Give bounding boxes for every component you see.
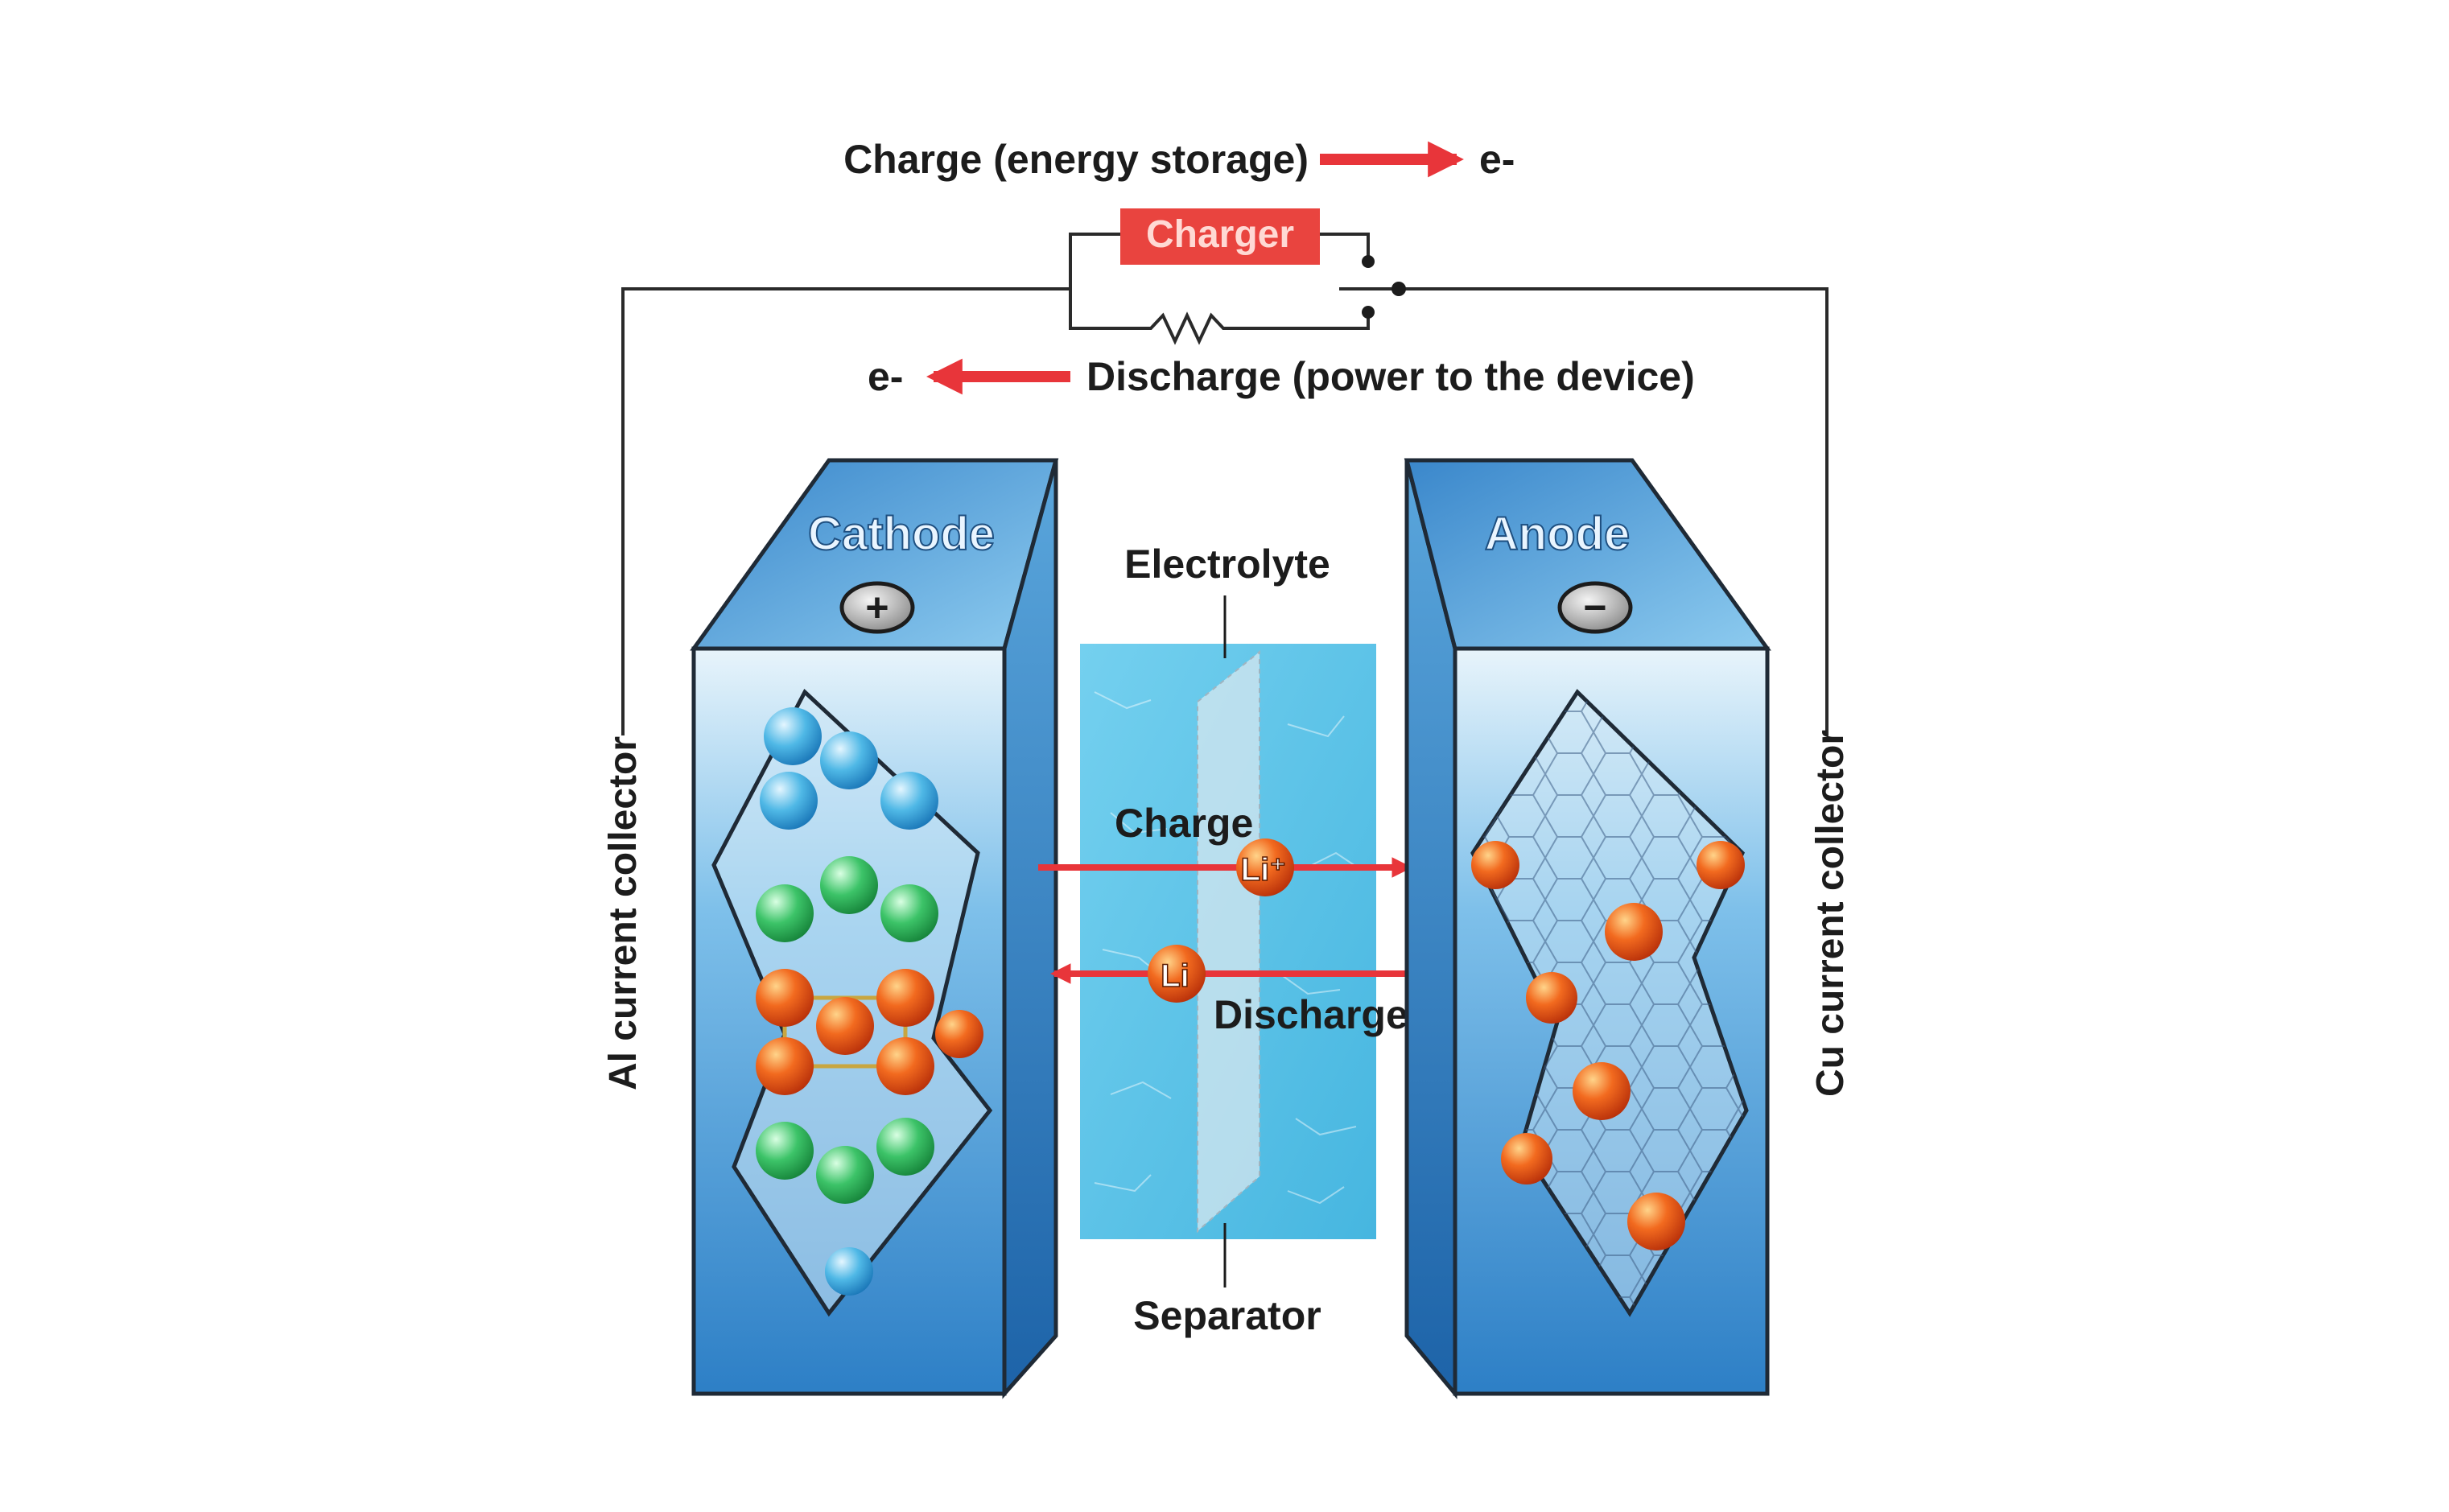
- cu-collector-label: Cu current collector: [1809, 730, 1852, 1097]
- cobalt-atom: [880, 772, 938, 830]
- oxygen-atom: [820, 856, 878, 914]
- wire-left: [621, 287, 1070, 735]
- electrolyte-region: Electrolyte Separator: [1080, 542, 1376, 1338]
- anode-terminal-sign: −: [1583, 585, 1606, 630]
- cobalt-atom: [825, 1247, 873, 1296]
- ion-discharge-label: Discharge: [1214, 992, 1408, 1037]
- cobalt-atom: [820, 731, 878, 789]
- lithium-atom: [1471, 841, 1519, 889]
- cathode-block: Cathode +: [690, 458, 1059, 1399]
- separator-label: Separator: [1133, 1293, 1321, 1338]
- cathode-terminal: [839, 581, 915, 634]
- ion-charge-label: Charge: [1115, 801, 1253, 846]
- anode-atoms: [1471, 841, 1745, 1250]
- anode-terminal: [1557, 581, 1633, 634]
- lithium-atom: [1501, 1133, 1552, 1184]
- cathode-atoms: [756, 707, 983, 1296]
- charger-box: [1120, 208, 1320, 265]
- lithium-atom: [1627, 1193, 1685, 1250]
- separator-membrane: [1197, 649, 1260, 1234]
- lithium-atom: [816, 997, 874, 1055]
- oxygen-atom: [756, 884, 814, 942]
- lithium-atom: [1697, 841, 1745, 889]
- lithium-ion-discharge-label: Li: [1161, 958, 1189, 994]
- oxygen-atom: [756, 1122, 814, 1180]
- circuit-wires: [621, 233, 1829, 735]
- oxygen-atom: [876, 1118, 934, 1176]
- lithium-atom: [876, 1037, 934, 1095]
- electrolyte-label: Electrolyte: [1124, 542, 1330, 587]
- wire-right: [1399, 287, 1829, 735]
- cathode-label: Cathode: [808, 508, 995, 560]
- lithium-ion-charge-label: Li⁺: [1241, 852, 1287, 888]
- wire-resistor-branch: [1069, 289, 1370, 345]
- oxygen-atom: [880, 884, 938, 942]
- switch-pivot: [1391, 282, 1406, 296]
- electron-symbol-top: e-: [1479, 137, 1515, 182]
- switch-contact-bottom: [1362, 306, 1375, 319]
- discharge-power-label: Discharge (power to the device): [1086, 354, 1695, 399]
- al-collector-label: Al current collector: [602, 736, 645, 1090]
- lithium-atom: [1573, 1062, 1631, 1120]
- electrolyte-texture: [1094, 691, 1361, 1205]
- charger-label: Charger: [1146, 213, 1294, 256]
- oxygen-atom: [816, 1146, 874, 1204]
- cobalt-atom: [764, 707, 822, 765]
- electron-symbol-bottom: e-: [868, 354, 903, 399]
- wire-charger-out: [1320, 233, 1370, 262]
- cobalt-atom: [760, 772, 818, 830]
- lithium-atom: [876, 969, 934, 1027]
- wire-charger-branch: [1069, 233, 1120, 289]
- lithium-atom: [935, 1010, 983, 1058]
- lithium-atom: [1605, 903, 1663, 961]
- lithium-ion-charge: [1236, 838, 1294, 896]
- lithium-atom: [756, 1037, 814, 1095]
- anode-label: Anode: [1485, 508, 1630, 560]
- lithium-ion-discharge: [1148, 945, 1206, 1003]
- cathode-terminal-sign: +: [865, 585, 888, 630]
- anode-block: Anode −: [1404, 458, 1771, 1399]
- lithium-atom: [1526, 972, 1577, 1024]
- lithium-atom: [756, 969, 814, 1027]
- charge-energy-label: Charge (energy storage): [843, 137, 1309, 182]
- switch-contact-top: [1362, 255, 1375, 268]
